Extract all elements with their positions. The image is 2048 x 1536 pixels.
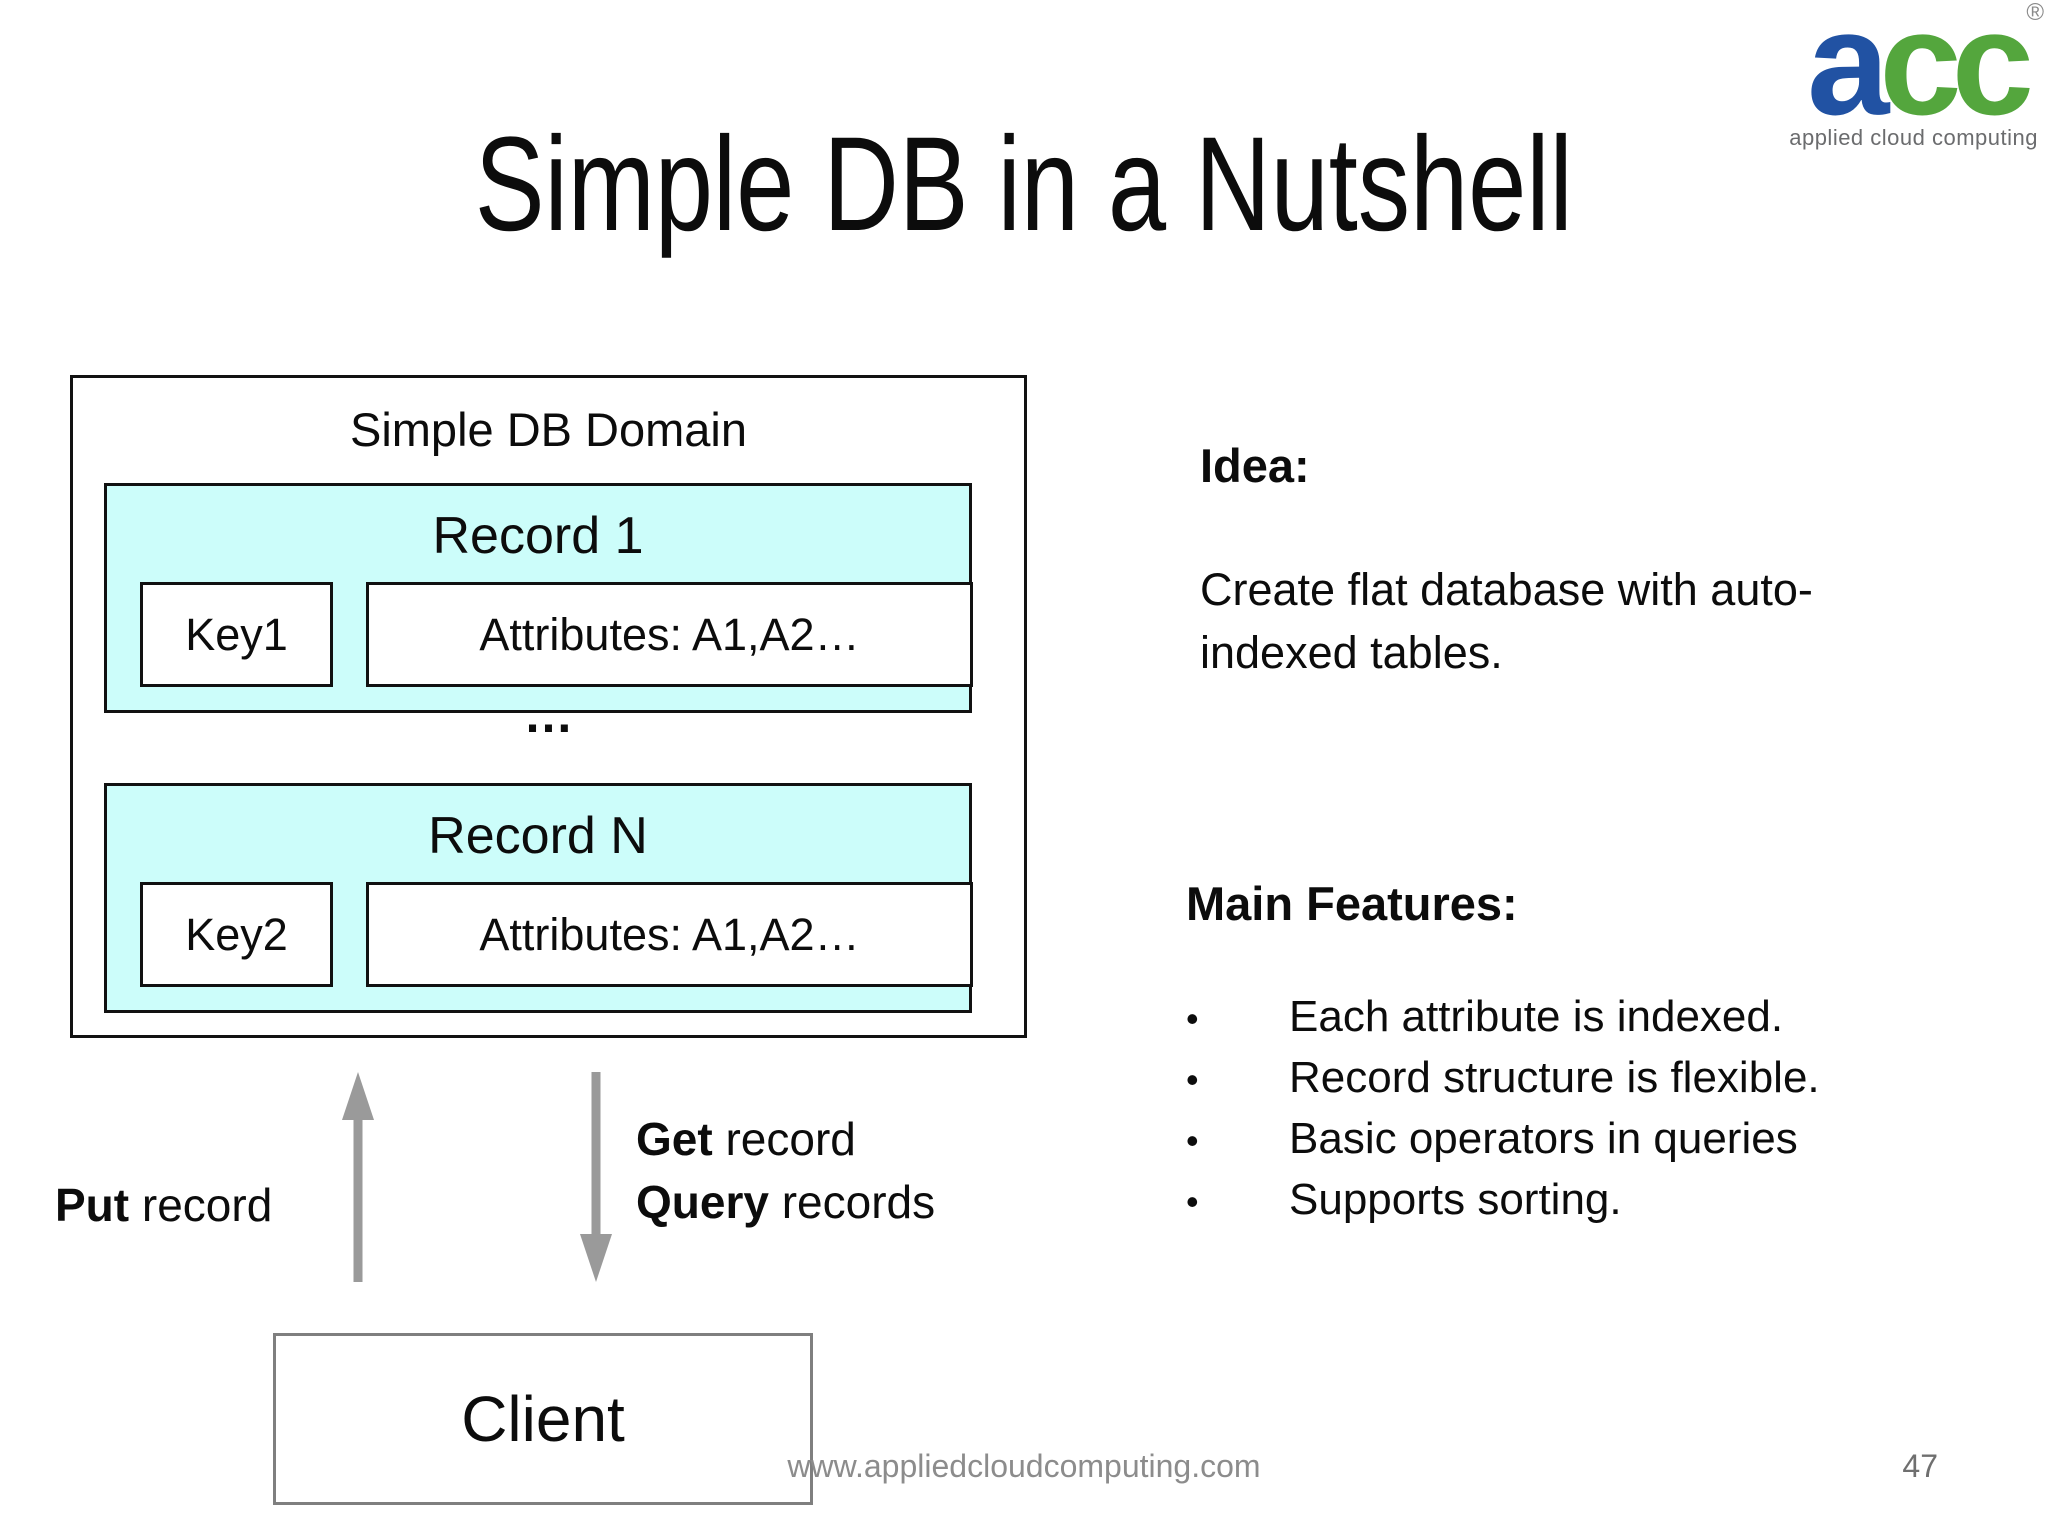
features-heading: Main Features: — [1186, 877, 1518, 930]
client-label: Client — [461, 1383, 625, 1455]
record-n-title: Record N — [428, 807, 648, 865]
feature-text: Supports sorting. — [1289, 1175, 1622, 1224]
simpledb-domain-box: Simple DB Domain Record 1 Key1 Attribute… — [70, 375, 1027, 1038]
feature-text: Each attribute is indexed. — [1289, 992, 1784, 1041]
put-record-label: Put record — [55, 1178, 272, 1232]
record-n-attributes-box: Attributes: A1,A2… — [366, 882, 973, 987]
record-1-box: Record 1 Key1 Attributes: A1,A2… — [104, 483, 973, 713]
record-1-key-box: Key1 — [140, 582, 333, 687]
get-verb: Get — [636, 1113, 713, 1165]
feature-item: • Basic operators in queries — [1186, 1114, 1946, 1175]
record-n-box: Record N Key2 Attributes: A1,A2… — [104, 783, 973, 1013]
idea-text: Create flat database with auto-indexed t… — [1200, 564, 1813, 678]
put-verb: Put — [55, 1179, 130, 1231]
get-query-label: Get record Query records — [636, 1108, 935, 1234]
record-1-attributes-box: Attributes: A1,A2… — [366, 582, 973, 687]
bullet-icon: • — [1186, 998, 1199, 1039]
records-ellipsis: … — [523, 687, 574, 743]
put-arrow-up-icon — [342, 1072, 374, 1282]
registered-trademark-icon: ® — [2026, 0, 2044, 26]
simpledb-domain-label: Simple DB Domain — [349, 403, 748, 456]
get-arrow-down-icon — [580, 1072, 612, 1282]
client-box: Client — [273, 1333, 813, 1505]
slide-title: Simple DB in a Nutshell — [475, 110, 1573, 259]
idea-heading: Idea: — [1200, 439, 1310, 492]
features-list: • Each attribute is indexed. • Record st… — [1186, 992, 1946, 1236]
bullet-icon: • — [1186, 1181, 1199, 1222]
bullet-icon: • — [1186, 1120, 1199, 1161]
query-object: records — [768, 1176, 936, 1228]
record-n-attributes-label: Attributes: A1,A2… — [479, 908, 860, 960]
query-verb: Query — [636, 1176, 769, 1228]
feature-item: • Record structure is flexible. — [1186, 1053, 1946, 1114]
query-records-line: Query records — [636, 1171, 935, 1234]
acc-logo-letters-cc: cc — [1879, 0, 2034, 146]
put-object: record — [129, 1179, 273, 1231]
footer-url: www.appliedcloudcomputing.com — [787, 1448, 1261, 1484]
acc-logo-wordmark: acc ® — [1807, 0, 2044, 138]
get-object: record — [712, 1113, 856, 1165]
feature-text: Record structure is flexible. — [1289, 1053, 1820, 1102]
page-number: 47 — [1902, 1448, 1938, 1484]
record-1-key-label: Key1 — [185, 608, 288, 660]
bullet-icon: • — [1186, 1059, 1199, 1100]
acc-logo-tagline: applied cloud computing — [1789, 125, 2038, 151]
record-n-key-box: Key2 — [140, 882, 333, 987]
get-record-line: Get record — [636, 1108, 935, 1171]
feature-item: • Each attribute is indexed. — [1186, 992, 1946, 1053]
acc-logo-letter-a: a — [1807, 0, 1889, 146]
acc-logo: acc ® applied cloud computing — [1778, 0, 2044, 151]
feature-item: • Supports sorting. — [1186, 1175, 1946, 1236]
feature-text: Basic operators in queries — [1289, 1114, 1798, 1163]
record-1-title: Record 1 — [432, 507, 644, 565]
record-1-attributes-label: Attributes: A1,A2… — [479, 608, 860, 660]
record-n-key-label: Key2 — [185, 908, 288, 960]
